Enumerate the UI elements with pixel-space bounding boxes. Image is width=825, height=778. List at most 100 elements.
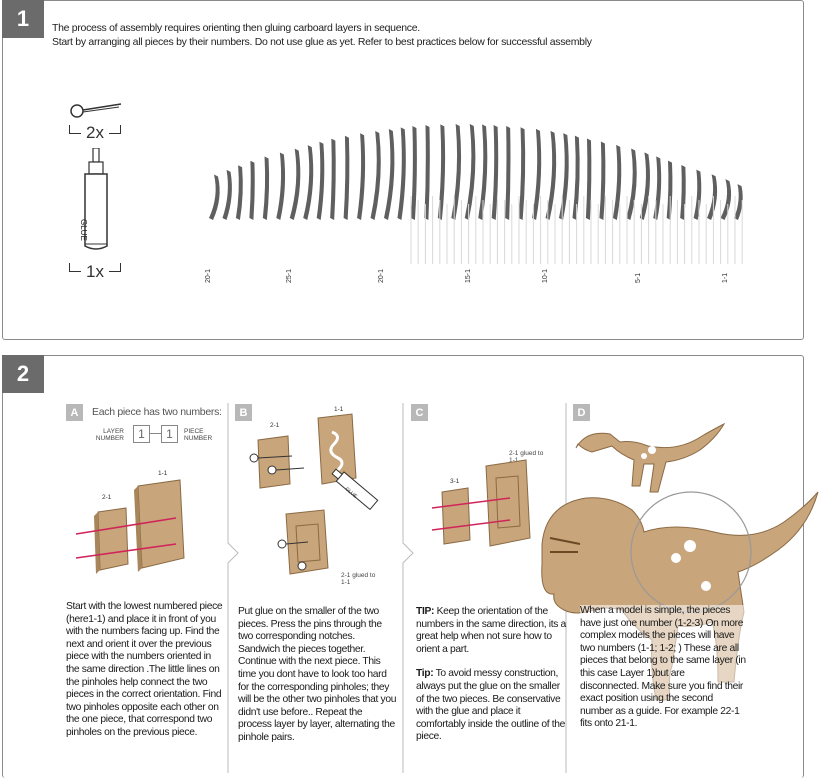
- piece-label: 1-1: [334, 406, 344, 413]
- cardboard-piece: [410, 126, 417, 220]
- connector-line: [149, 433, 161, 434]
- cardboard-piece: [693, 169, 702, 220]
- column-separator: [227, 403, 239, 773]
- cardboard-piece: [262, 156, 270, 220]
- step-d-text: When a model is simple, the pieces have …: [580, 605, 746, 731]
- step-a-text: Start with the lowest numbered piece (he…: [66, 601, 223, 738]
- layer-number-label: LAYER NUMBER: [95, 428, 124, 442]
- bracket-line: [69, 133, 81, 134]
- step-b-badge: B: [235, 404, 252, 421]
- cardboard-piece: [249, 160, 255, 220]
- step-b-text: Put glue on the smaller of the two piece…: [238, 606, 397, 743]
- piece-label: 2-1: [270, 422, 280, 429]
- cardboard-piece: [734, 184, 743, 220]
- cardboard-piece: [276, 152, 286, 220]
- tick-label: 1-1: [722, 272, 729, 283]
- cardboard-piece: [639, 152, 650, 220]
- step-b-glued-illustration: [277, 509, 329, 575]
- tip-1-text: Keep the orientation of the numbers in t…: [416, 606, 566, 655]
- bracket-line: [69, 271, 81, 272]
- cardboard-piece: [397, 127, 406, 220]
- step-a-badge: A: [66, 404, 83, 421]
- step-a-pieces-illustration: [75, 479, 185, 574]
- cardboard-piece: [653, 156, 662, 220]
- intro-line-1: The process of assembly requires orienti…: [52, 22, 420, 34]
- pin-icon: [70, 103, 122, 118]
- tick-label: 10-1: [542, 268, 549, 283]
- cardboard-piece: [330, 138, 336, 220]
- tick-label: 20-1: [378, 268, 385, 283]
- cardboard-piece: [532, 128, 542, 220]
- intro-text: The process of assembly requires orienti…: [52, 21, 592, 49]
- cardboard-piece: [343, 135, 350, 220]
- cardboard-piece: [491, 125, 499, 220]
- tip-2: Tip: To avoid messy construction, always…: [416, 668, 566, 744]
- tip-2-label: Tip:: [416, 668, 434, 680]
- cardboard-piece: [626, 148, 637, 220]
- tip-2-text: To avoid messy construction, always put …: [416, 668, 566, 743]
- cardboard-piece: [707, 174, 718, 220]
- glue-tube-text: GLUE: [79, 219, 88, 241]
- cardboard-piece: [370, 130, 381, 220]
- pin-count: 2x: [86, 123, 104, 142]
- column-separator: [402, 403, 414, 773]
- cardboard-piece: [209, 174, 220, 220]
- cardboard-piece: [222, 169, 232, 220]
- bracket-tick: [120, 263, 121, 271]
- cardboard-piece: [599, 141, 606, 220]
- intro-line-2: Start by arranging all pieces by their n…: [52, 36, 592, 48]
- step-number-badge: 2: [2, 355, 44, 393]
- piece-label: 3-1: [450, 478, 460, 485]
- step-b-gluing-illustration: [249, 413, 379, 511]
- step-a-title: Each piece has two numbers:: [92, 406, 222, 418]
- cardboard-piece: [424, 125, 430, 220]
- cardboard-piece: [289, 148, 301, 220]
- cardboard-piece: [316, 141, 325, 220]
- piece-number-label: PIECE NUMBER: [184, 428, 213, 442]
- assembly-step-1-panel: 1 The process of assembly requires orien…: [2, 0, 804, 340]
- cardboard-piece: [572, 135, 580, 220]
- glued-note: 2-1 glued to 1-1: [341, 572, 376, 586]
- glued-note: 2-1 glued to 1-1: [509, 450, 544, 464]
- tip-1: TIP: Keep the orientation of the numbers…: [416, 606, 566, 656]
- tip-1-label: TIP:: [416, 606, 435, 617]
- cardboard-piece: [559, 133, 569, 220]
- bracket-line: [109, 271, 121, 272]
- bracket-tick: [69, 125, 70, 133]
- bracket-line: [109, 133, 121, 134]
- cardboard-piece: [235, 165, 243, 220]
- cardboard-piece: [518, 127, 526, 220]
- tick-label: 25-1: [286, 268, 293, 283]
- cardboard-piece: [545, 130, 557, 220]
- cardboard-piece: [478, 124, 488, 220]
- step-c-badge: C: [411, 404, 428, 421]
- cardboard-piece: [720, 179, 732, 220]
- tick-label: 20-1: [205, 268, 212, 283]
- cardboard-piece: [303, 145, 314, 220]
- cardboard-piece: [585, 138, 592, 220]
- piece-label: 1-1: [158, 470, 168, 477]
- cardboard-piece: [437, 124, 446, 220]
- step-number-badge: 1: [2, 0, 44, 38]
- bracket-tick: [69, 263, 70, 271]
- cardboard-piece: [666, 160, 673, 220]
- cardboard-piece: [612, 144, 622, 220]
- arranged-pieces-illustration: [209, 124, 743, 264]
- bracket-tick: [120, 125, 121, 133]
- layer-number-box: 1: [133, 425, 150, 443]
- step-c-text: TIP: Keep the orientation of the numbers…: [416, 606, 566, 744]
- step-c-pieces-illustration: [431, 459, 531, 547]
- cardboard-piece: [384, 129, 395, 220]
- glue-count: 1x: [86, 262, 104, 281]
- glue-tube-icon: [84, 148, 108, 250]
- tick-label: 5-1: [635, 272, 642, 283]
- piece-number-box: 1: [161, 425, 178, 443]
- step-d-badge: D: [573, 404, 590, 421]
- cardboard-piece: [505, 125, 511, 220]
- cardboard-piece: [451, 124, 462, 220]
- small-trex-model-image: [575, 422, 726, 493]
- piece-label: 2-1: [102, 494, 112, 501]
- tick-label: 15-1: [465, 268, 472, 283]
- cardboard-piece: [464, 124, 476, 220]
- cardboard-piece: [357, 133, 366, 220]
